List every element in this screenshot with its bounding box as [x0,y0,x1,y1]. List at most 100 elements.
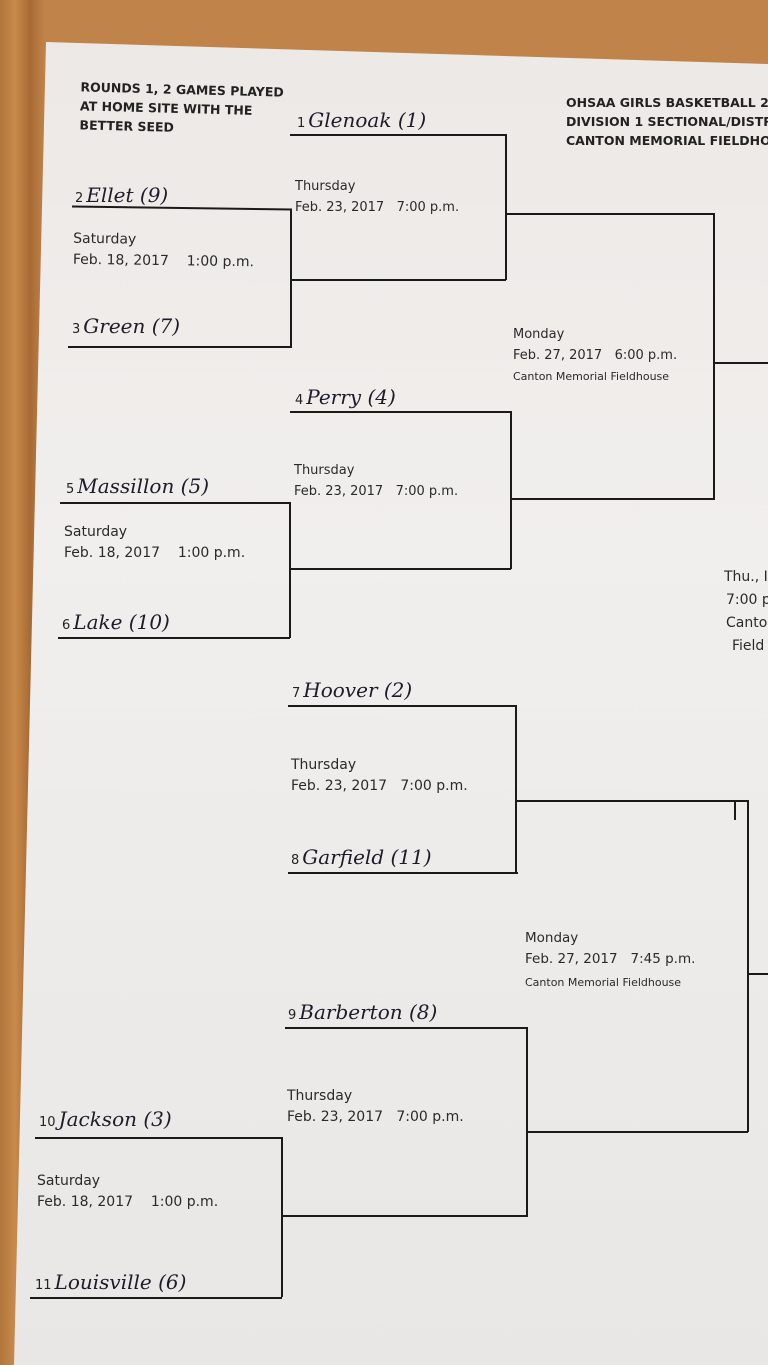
line [290,134,506,136]
line [288,872,518,874]
line [713,213,715,499]
line [288,705,516,707]
seed: 7 [292,686,301,701]
game-day: Thursday [295,179,356,194]
line [517,800,735,802]
team-name: Lake (10) [73,610,170,634]
line [734,800,748,802]
line [290,411,511,413]
seed: 4 [295,393,304,408]
header-line: CANTON MEMORIAL FIELDHO [566,133,768,148]
game-day: Thursday [291,757,357,773]
line [510,498,715,500]
team-name: Jackson (3) [58,1107,172,1131]
game-date: Feb. 18, 2017 1:00 p.m. [64,545,246,561]
final-line: 7:00 p [726,592,768,608]
game-date: Feb. 23, 2017 7:00 p.m. [295,200,460,215]
line [58,637,290,639]
line [526,1027,528,1216]
line [281,1215,528,1217]
line [515,705,517,873]
line [285,1027,526,1029]
seed: 5 [66,482,75,497]
line [748,973,768,975]
line [30,1297,282,1299]
game-day: Saturday [73,230,137,248]
line [68,346,292,348]
game-day: Monday [525,930,579,946]
line [747,800,749,1132]
line [510,411,512,569]
team-name: Garfield (11) [302,845,432,869]
header-left: ROUNDS 1, 2 GAMES PLAYED AT HOME SITE WI… [79,77,284,139]
team-name: Glenoak (1) [308,108,427,132]
game-venue: Canton Memorial Fieldhouse [513,370,670,383]
seed: 1 [297,116,306,131]
line [715,362,768,364]
team-name: Hoover (2) [303,678,413,702]
seed: 2 [75,191,84,206]
seed: 6 [62,618,71,633]
game-day: Thursday [294,463,355,478]
final-line: Thu., I [724,569,768,585]
seed: 10 [39,1115,56,1130]
line [60,502,290,504]
game-date: Feb. 27, 2017 6:00 p.m. [513,348,678,363]
line [290,210,292,348]
line [290,568,511,570]
game-info-final: Thu., I 7:00 p Canto Field [724,566,768,658]
line [281,1137,283,1297]
line [505,134,507,280]
game-day: Saturday [64,524,128,540]
game-date: Feb. 18, 2017 1:00 p.m. [72,251,255,271]
game-day: Saturday [37,1173,101,1189]
line [734,800,736,820]
team-name: Green (7) [83,314,181,338]
seed: 11 [35,1278,52,1293]
line [35,1137,282,1139]
game-day: Thursday [287,1088,353,1104]
team-name: Barberton (8) [299,1000,438,1024]
team-name: Louisville (6) [54,1270,187,1294]
seed: 3 [72,322,81,337]
line [528,1131,748,1133]
line [289,502,291,638]
team-name: Ellet (9) [86,183,169,207]
line [505,213,713,215]
game-date: Feb. 23, 2017 7:00 p.m. [287,1109,464,1125]
header-line: DIVISION 1 SECTIONAL/DISTR [566,114,768,129]
line [290,279,506,281]
seed: 9 [288,1008,297,1023]
final-line: Field [732,638,765,654]
game-day: Monday [513,327,565,342]
header-line: OHSAA GIRLS BASKETBALL 20 [566,95,768,110]
team-name: Perry (4) [306,385,396,409]
game-venue: Canton Memorial Fieldhouse [525,976,682,989]
game-date: Feb. 27, 2017 7:45 p.m. [525,951,696,967]
header-right: OHSAA GIRLS BASKETBALL 20 DIVISION 1 SEC… [566,93,768,150]
game-date: Feb. 18, 2017 1:00 p.m. [37,1194,219,1210]
game-date: Feb. 23, 2017 7:00 p.m. [291,778,468,794]
seed: 8 [291,853,300,868]
final-line: Canto [726,615,768,631]
